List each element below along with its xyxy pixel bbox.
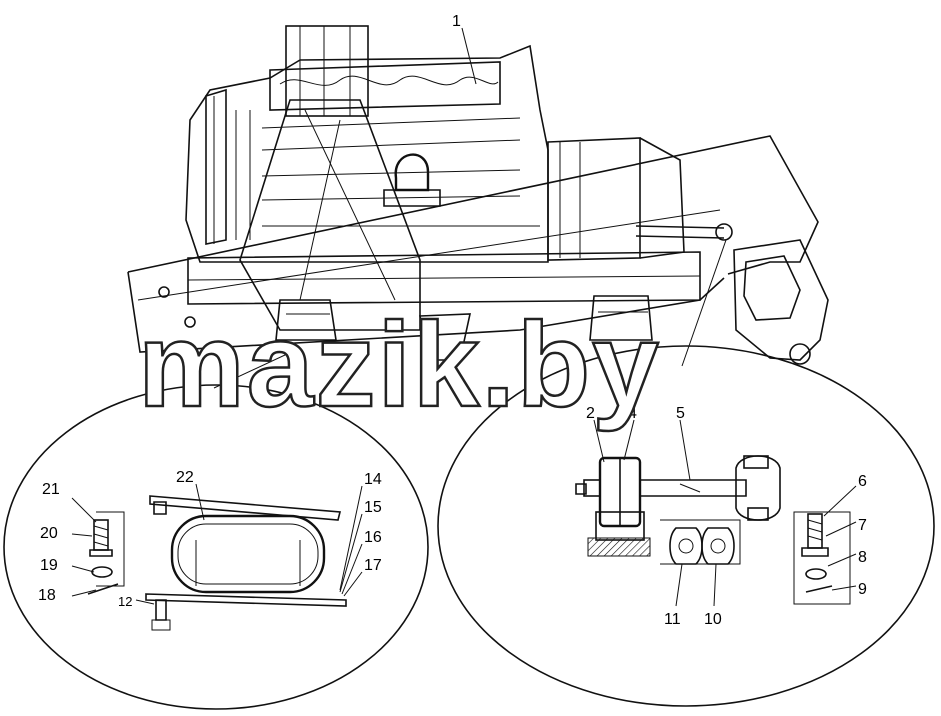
label-2: 2 — [586, 405, 595, 422]
bolt-assembly — [87, 511, 125, 595]
label-22: 22 — [176, 469, 194, 486]
bushing-mount — [575, 456, 651, 557]
label-8: 8 — [858, 549, 867, 566]
label-15: 15 — [364, 499, 382, 516]
label-12: 12 — [118, 594, 132, 609]
label-19: 19 — [40, 557, 58, 574]
label-5: 5 — [676, 405, 685, 422]
label-18: 18 — [38, 587, 56, 604]
bushing-halves — [660, 519, 741, 565]
part-labels: 1 2 4 5 6 7 8 9 10 11 12 14 15 16 17 18 … — [38, 13, 867, 628]
label-14: 14 — [364, 471, 382, 488]
detail-view-left — [3, 347, 429, 710]
label-16: 16 — [364, 529, 382, 546]
label-21: 21 — [42, 481, 60, 498]
engine-assembly — [127, 25, 829, 365]
label-1: 1 — [452, 13, 461, 30]
label-20: 20 — [40, 525, 58, 542]
label-9: 9 — [858, 581, 867, 598]
label-4: 4 — [628, 405, 637, 422]
detail-view-right — [437, 239, 935, 707]
bolt-assembly-right — [793, 511, 851, 605]
label-10: 10 — [704, 611, 722, 628]
watermark: mazik.by — [138, 298, 661, 432]
label-17: 17 — [364, 557, 382, 574]
label-7: 7 — [858, 517, 867, 534]
label-11: 11 — [664, 611, 681, 628]
spring-bracket — [733, 239, 829, 365]
rubber-cushion — [145, 495, 347, 631]
label-6: 6 — [858, 473, 867, 490]
tie-rod — [639, 455, 781, 521]
engine-block — [185, 25, 733, 361]
